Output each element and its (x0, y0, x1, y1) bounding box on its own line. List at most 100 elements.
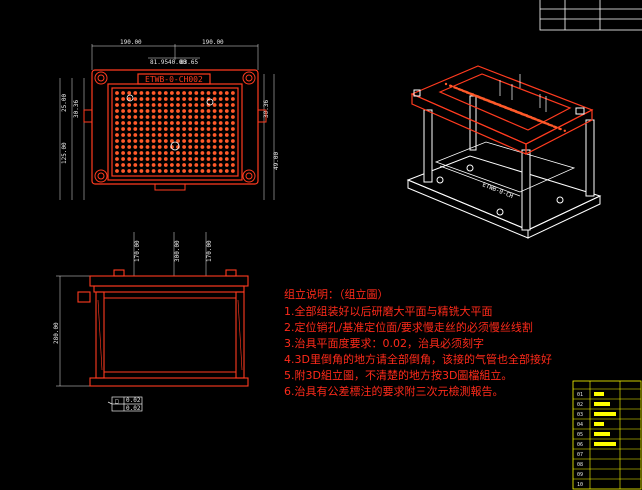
iso-hole (525, 114, 529, 118)
pin-hole (188, 157, 193, 161)
pin-hole (115, 151, 119, 155)
pin-hole (127, 151, 132, 155)
pin-hole (218, 103, 223, 107)
pin-hole (139, 145, 144, 149)
pin-hole (133, 163, 138, 167)
pin-hole (115, 169, 119, 173)
pin-hole (182, 109, 187, 113)
pin-hole (176, 115, 180, 119)
pin-hole (163, 145, 168, 149)
iso-hole (536, 119, 539, 122)
iso-hole (449, 84, 452, 87)
pin-hole (182, 127, 187, 131)
pin-hole (163, 157, 168, 161)
pin-hole (224, 109, 229, 113)
pin-hole (151, 121, 156, 125)
pin-hole (200, 91, 205, 95)
pin-hole (218, 115, 223, 119)
pin-hole (188, 121, 193, 125)
pin-hole (145, 151, 150, 155)
pin-hole (127, 121, 132, 125)
pin-hole (127, 133, 132, 137)
pin-hole (218, 145, 223, 149)
side-view[interactable]: 280.00 170.00 300.00 170.00 □ 0 (53, 232, 249, 412)
pin-hole (206, 133, 211, 137)
flatness-value-1: 0.02 (126, 397, 141, 404)
pin-hole (194, 127, 199, 131)
pin-hole (139, 91, 144, 95)
pin-hole (163, 139, 168, 143)
pin-hole-grid (115, 91, 235, 173)
pin-hole (139, 163, 144, 167)
pin-hole (127, 163, 132, 167)
pin-hole (206, 139, 211, 143)
dim-inner-left: 81.95 (150, 59, 168, 66)
pin-hole (139, 157, 144, 161)
pin-hole (206, 115, 211, 119)
pin-hole (163, 151, 168, 155)
pin-hole (212, 103, 217, 107)
note-item-4: 4.3D里倒角的地方请全部倒角，该接的气管也全部接好 (284, 353, 552, 366)
pin-hole (115, 97, 119, 101)
dim-left-3: 125.00 (61, 142, 68, 164)
top-view[interactable]: 190.00 190.00 81.95 40.00 83.65 25.00 30… (59, 39, 280, 200)
pin-hole (151, 127, 156, 131)
pin-hole (127, 91, 132, 95)
pin-hole (170, 97, 174, 101)
iso-hole (470, 93, 473, 96)
bom-part-name (594, 402, 610, 406)
iso-hole (558, 127, 561, 130)
pin-hole (121, 133, 125, 137)
pin-hole (194, 145, 199, 149)
pin-hole (188, 163, 193, 167)
pin-hole (139, 115, 144, 119)
note-item-6: 6.治具有公差標注的要求附三次元檢測報告。 (284, 385, 504, 398)
pin-hole (133, 127, 138, 131)
pin-hole (188, 127, 193, 131)
pin-hole (200, 127, 205, 131)
pin-hole (115, 139, 119, 143)
pin-hole (163, 127, 168, 131)
pin-hole (176, 121, 180, 125)
bom-part-name (594, 422, 604, 426)
pin-hole (182, 133, 187, 137)
isometric-view[interactable]: ETWB-0-CH (406, 65, 602, 239)
pin-hole (176, 91, 180, 95)
pin-hole (170, 133, 174, 137)
flatness-symbol: □ (115, 398, 119, 405)
pin-hole (163, 133, 168, 137)
pin-hole (170, 151, 174, 155)
pin-hole (188, 109, 193, 113)
bom-row-number: 01 (577, 392, 583, 398)
pin-hole (145, 97, 150, 101)
dim-side-top-3: 170.00 (206, 240, 213, 262)
pin-hole (157, 97, 162, 101)
pin-hole (139, 109, 144, 113)
pin-hole (121, 139, 125, 143)
pin-hole (231, 103, 235, 107)
note-item-5: 5.附3D組立圖，不清楚的地方按3D圖檔組立。 (284, 369, 513, 382)
pin-hole (121, 151, 125, 155)
iso-hole (444, 82, 448, 86)
pin-hole (151, 115, 156, 119)
bom-part-name (594, 392, 604, 396)
pin-hole (188, 103, 193, 107)
pin-hole (115, 115, 119, 119)
pin-hole (182, 103, 187, 107)
pin-hole (188, 133, 193, 137)
pin-hole (151, 91, 156, 95)
bom-row-number: 08 (577, 462, 583, 468)
pin-hole (145, 91, 150, 95)
pin-hole (200, 97, 205, 101)
pin-hole (133, 91, 138, 95)
pin-hole (163, 103, 168, 107)
pin-hole (133, 103, 138, 107)
pin-hole (127, 103, 132, 107)
pin-hole (121, 157, 125, 161)
dim-side-top-1: 170.00 (134, 240, 141, 262)
pin-hole (133, 121, 138, 125)
pin-hole (200, 139, 205, 143)
